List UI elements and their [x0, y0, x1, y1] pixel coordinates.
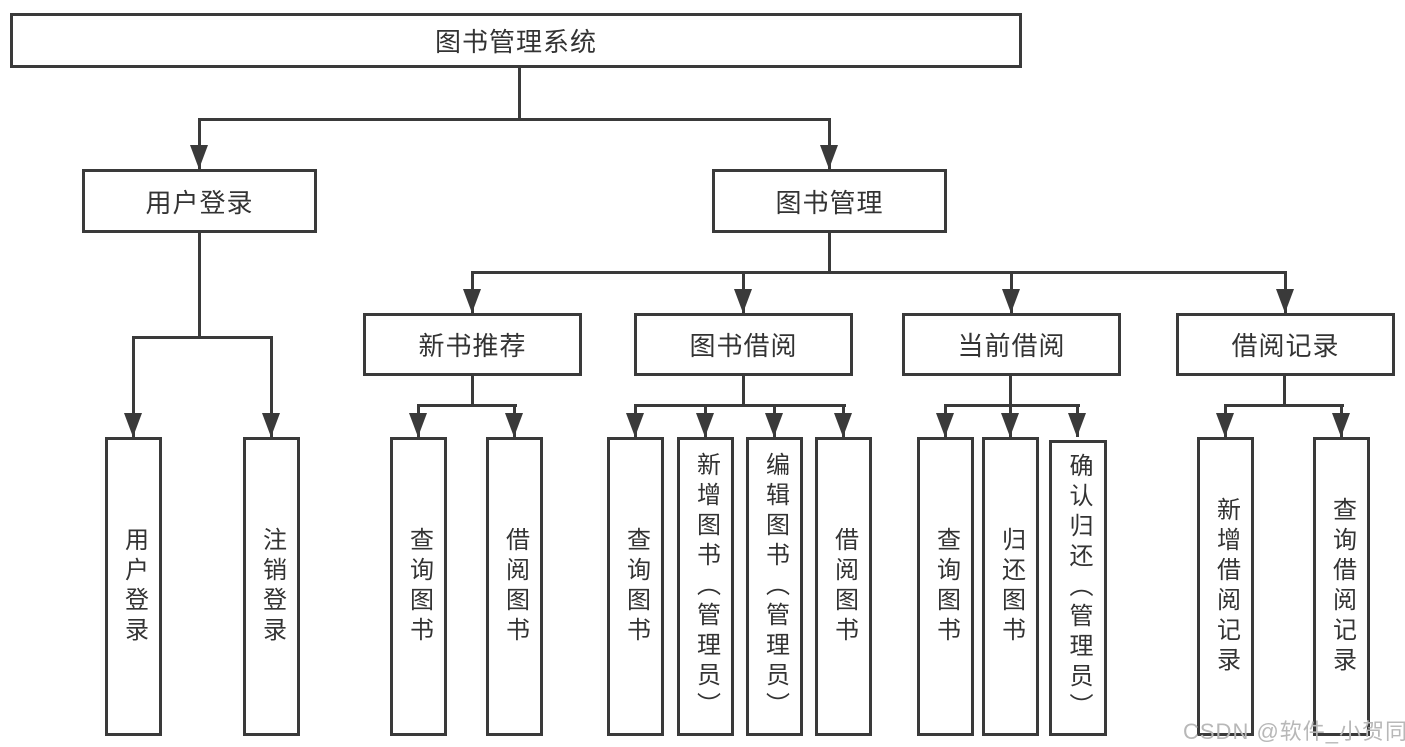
node-borrow-books: 借阅图书	[815, 437, 872, 736]
node-borrow-books-recommend-label: 借阅图书	[501, 526, 529, 647]
connector-userlogin-drop-2	[270, 336, 273, 437]
connector-root-stem	[518, 68, 521, 120]
node-confirm-return-admin: 确认归还（管理员）	[1049, 440, 1107, 736]
arrow-down-icon	[463, 289, 481, 313]
node-borrow-books-recommend: 借阅图书	[486, 437, 543, 736]
arrow-down-icon	[696, 413, 714, 437]
connector-newbook-rail	[417, 404, 517, 407]
node-query-books-borrow-label: 查询图书	[622, 526, 650, 647]
node-library-system-label: 图书管理系统	[434, 27, 597, 57]
arrow-down-icon	[936, 413, 954, 437]
node-logout: 注销登录	[243, 437, 300, 736]
connector-currentborrow-rail	[944, 404, 1080, 407]
node-return-book-label: 归还图书	[997, 526, 1025, 647]
arrow-down-icon	[1332, 413, 1350, 437]
node-edit-book-admin-label: 编辑图书（管理员）	[761, 451, 789, 722]
node-new-book-recommend-label: 新书推荐	[418, 331, 527, 361]
arrow-down-icon	[505, 413, 523, 437]
connector-root-drop-left	[198, 118, 201, 169]
node-query-books-recommend-label: 查询图书	[405, 526, 433, 647]
node-query-books-current: 查询图书	[917, 437, 974, 736]
connector-userlogin-drop-1	[132, 336, 135, 437]
node-user-login-label: 用户登录	[145, 187, 254, 218]
arrow-down-icon	[409, 413, 427, 437]
node-new-book-recommend: 新书推荐	[363, 313, 582, 376]
node-book-borrow-label: 图书借阅	[689, 331, 798, 361]
arrow-down-icon	[124, 413, 142, 437]
connector-newbook-stem	[471, 376, 474, 406]
connector-records-stem	[1283, 376, 1286, 406]
arrow-down-icon	[1216, 413, 1234, 437]
node-query-borrow-record: 查询借阅记录	[1313, 437, 1370, 736]
csdn-watermark: CSDN @软件_小贺同学	[1183, 719, 1405, 744]
arrow-down-icon	[1276, 289, 1294, 313]
node-return-book: 归还图书	[982, 437, 1039, 736]
node-user-login-leaf: 用户登录	[105, 437, 162, 736]
arrow-down-icon	[262, 413, 280, 437]
connector-userlogin-rail	[132, 336, 273, 339]
node-book-management: 图书管理	[712, 169, 947, 233]
connector-bookborrow-rail	[634, 404, 846, 407]
node-current-borrow: 当前借阅	[902, 313, 1121, 376]
arrow-down-icon	[1002, 289, 1020, 313]
node-borrow-books-label: 借阅图书	[830, 526, 858, 647]
node-library-system: 图书管理系统	[10, 13, 1022, 68]
node-current-borrow-label: 当前借阅	[957, 331, 1066, 361]
connector-records-rail	[1224, 404, 1344, 407]
node-add-book-admin: 新增图书（管理员）	[677, 437, 734, 736]
connector-currentborrow-stem	[1009, 376, 1012, 406]
node-add-borrow-record-label: 新增借阅记录	[1212, 496, 1240, 677]
connector-root-rail	[198, 118, 831, 121]
node-query-books-recommend: 查询图书	[390, 437, 447, 736]
connector-bookmgmt-rail	[471, 271, 1287, 274]
node-edit-book-admin: 编辑图书（管理员）	[746, 437, 803, 736]
arrow-down-icon	[626, 413, 644, 437]
node-user-login: 用户登录	[82, 169, 317, 233]
arrow-down-icon	[834, 413, 852, 437]
connector-bookborrow-stem	[742, 376, 745, 406]
node-book-borrow: 图书借阅	[634, 313, 853, 376]
node-query-borrow-record-label: 查询借阅记录	[1328, 496, 1356, 677]
connector-root-drop-right	[828, 118, 831, 169]
arrow-down-icon	[765, 413, 783, 437]
arrow-down-icon	[820, 145, 838, 169]
node-query-books-borrow: 查询图书	[607, 437, 664, 736]
node-borrow-records-label: 借阅记录	[1231, 331, 1340, 361]
node-add-book-admin-label: 新增图书（管理员）	[692, 451, 720, 722]
arrow-down-icon	[190, 145, 208, 169]
node-confirm-return-admin-label: 确认归还（管理员）	[1065, 453, 1092, 723]
node-add-borrow-record: 新增借阅记录	[1197, 437, 1254, 736]
arrow-down-icon	[1001, 413, 1019, 437]
connector-bookmgmt-stem	[828, 233, 831, 273]
node-query-books-current-label: 查询图书	[932, 526, 960, 647]
node-logout-label: 注销登录	[258, 526, 286, 647]
arrow-down-icon	[1068, 413, 1086, 437]
node-borrow-records: 借阅记录	[1176, 313, 1395, 376]
arrow-down-icon	[734, 289, 752, 313]
node-user-login-leaf-label: 用户登录	[120, 526, 148, 647]
connector-userlogin-stem	[198, 233, 201, 337]
node-book-management-label: 图书管理	[775, 187, 884, 218]
